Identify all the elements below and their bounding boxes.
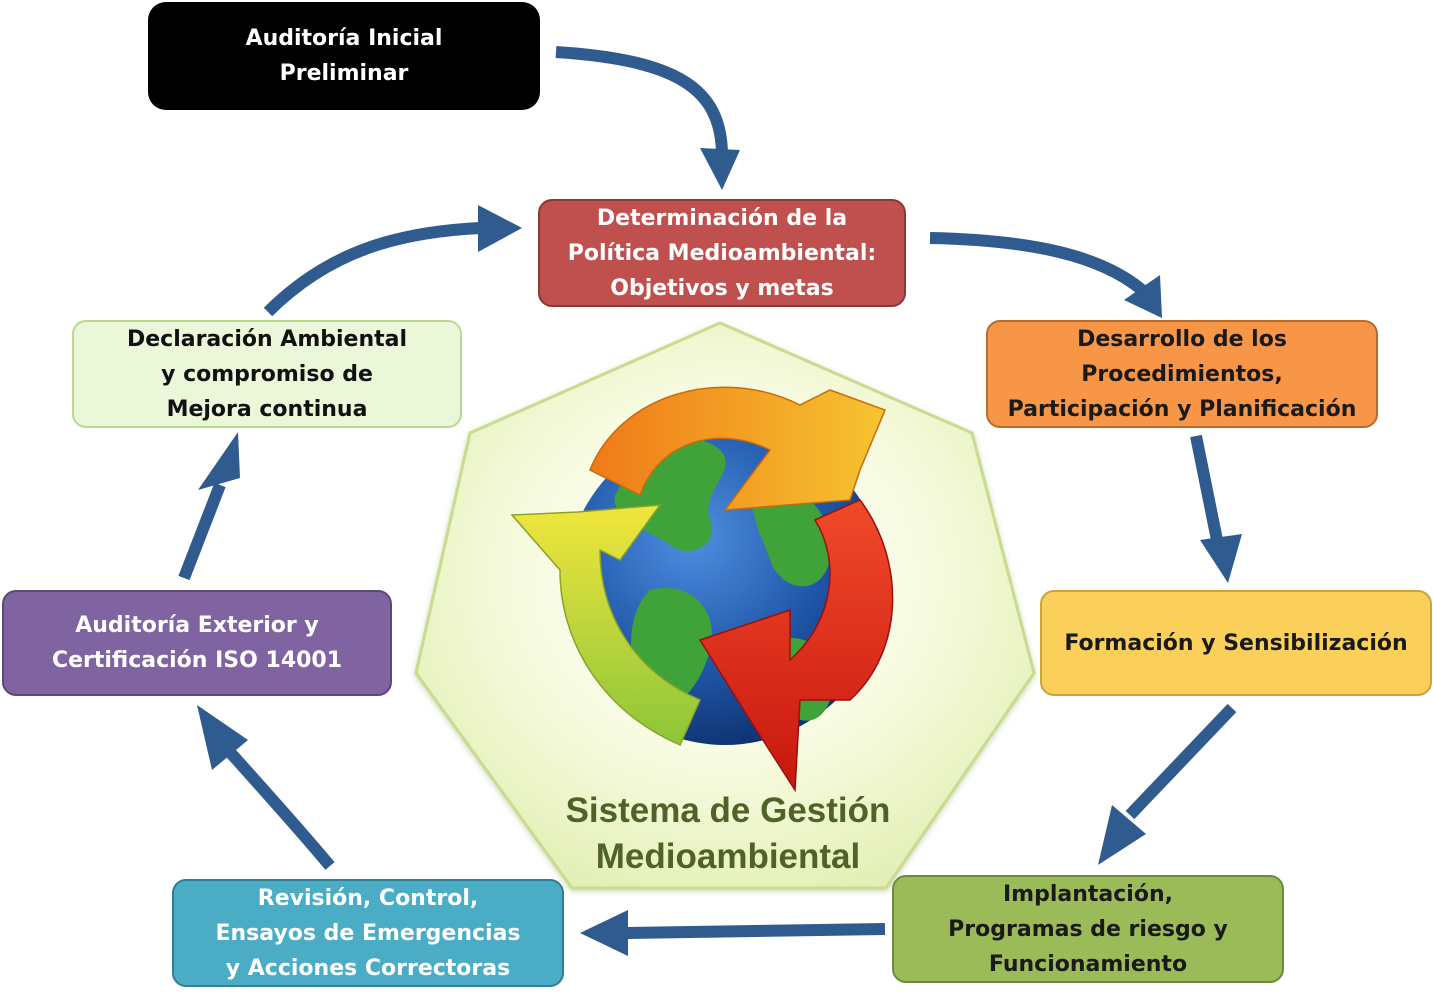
- arrow-certification-to-declaration: [178, 482, 226, 581]
- arrow-implementation-to-review: [624, 923, 886, 939]
- policy-line-2: Política Medioambiental:: [567, 240, 877, 266]
- center-title-line-2: Medioambiental: [595, 837, 861, 876]
- box-declaration: Declaración Ambiental y compromiso de Me…: [72, 320, 462, 428]
- arrow-policy-to-procedures: [929, 232, 1146, 295]
- arrowhead-review-to-certification: [197, 705, 248, 770]
- procedures-line-3: Participación y Planificación: [1007, 396, 1357, 422]
- arrowhead-declaration-to-policy: [478, 205, 522, 252]
- procedures-line-2: Procedimientos,: [1081, 361, 1283, 387]
- arrow-training-to-implementation: [1125, 703, 1237, 820]
- box-implementation: Implantación, Programas de riesgo y Func…: [892, 875, 1284, 983]
- box-certification: Auditoría Exterior y Certificación ISO 1…: [2, 590, 392, 696]
- box-training: Formación y Sensibilización: [1040, 590, 1432, 696]
- declaration-line-1: Declaración Ambiental: [126, 326, 408, 352]
- declaration-line-3: Mejora continua: [166, 396, 368, 422]
- implementation-line-2: Programas de riesgo y: [948, 916, 1228, 942]
- center-title: Sistema de Gestión Medioambiental: [478, 788, 978, 880]
- arrowhead-procedures-to-training: [1200, 534, 1242, 583]
- arrowhead-training-to-implementation: [1098, 805, 1146, 865]
- implementation-line-3: Funcionamiento: [988, 951, 1188, 977]
- arrow-declaration-to-policy: [263, 222, 481, 317]
- review-line-1: Revisión, Control,: [257, 885, 479, 911]
- review-line-3: y Acciones Correctoras: [225, 955, 511, 981]
- training-line-1: Formación y Sensibilización: [1064, 630, 1408, 656]
- arrow-initial-to-policy: [555, 46, 728, 153]
- certification-line-1: Auditoría Exterior y: [75, 613, 319, 638]
- arrow-procedures-to-training: [1190, 434, 1224, 547]
- arrow-review-to-certification: [223, 745, 335, 870]
- box-review: Revisión, Control, Ensayos de Emergencia…: [172, 879, 564, 987]
- review-line-2: Ensayos de Emergencias: [215, 920, 521, 946]
- implementation-line-1: Implantación,: [1003, 881, 1173, 907]
- center-title-line-1: Sistema de Gestión: [565, 791, 891, 830]
- certification-line-2: Certificación ISO 14001: [51, 648, 343, 673]
- initial-audit-line-2: Preliminar: [279, 61, 409, 86]
- initial-audit-line-1: Auditoría Inicial: [245, 26, 443, 51]
- policy-line-3: Objetivos y metas: [610, 275, 834, 301]
- procedures-line-1: Desarrollo de los: [1077, 326, 1287, 352]
- arrowhead-initial-to-policy: [700, 148, 740, 190]
- box-policy: Determinación de la Política Medioambien…: [538, 199, 906, 307]
- box-initial-audit: Auditoría Inicial Preliminar: [148, 2, 540, 110]
- arrowhead-implementation-to-review: [580, 910, 628, 956]
- arrowhead-certification-to-declaration: [198, 432, 240, 490]
- recycle-globe-icon: [510, 386, 894, 793]
- policy-line-1: Determinación de la: [596, 205, 848, 231]
- declaration-line-2: y compromiso de: [161, 361, 373, 387]
- box-procedures: Desarrollo de los Procedimientos, Partic…: [986, 320, 1378, 428]
- arrowhead-policy-to-procedures: [1124, 275, 1162, 318]
